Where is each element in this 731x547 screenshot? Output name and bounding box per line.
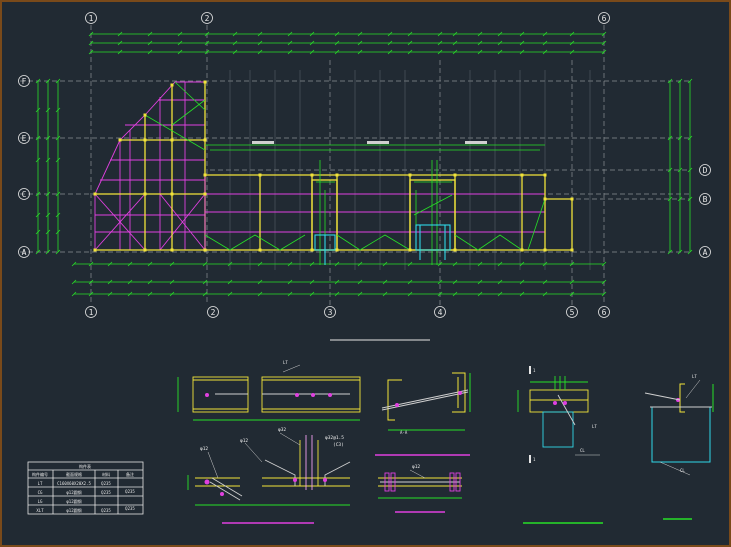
table-header-cell: 材料 xyxy=(102,471,110,477)
brace-tag3: φ32 xyxy=(278,427,286,433)
axis-label: 6 xyxy=(602,308,607,317)
axis-label: 4 xyxy=(438,308,443,317)
axis-label: 2 xyxy=(211,308,216,317)
detail-tie-rod xyxy=(378,469,462,499)
table-header-cell: 截面规格 xyxy=(66,471,82,477)
table-cell: φ12圆钢 xyxy=(66,489,81,495)
table-cell: Q235 xyxy=(101,490,111,495)
axis-bubbles-left: F E C A xyxy=(18,75,30,258)
table-cell: φ12圆钢 xyxy=(66,507,81,513)
detail-column-cap xyxy=(644,379,714,476)
tie-tag: φ12 xyxy=(412,464,420,470)
axis-label: D xyxy=(703,166,708,175)
axis-bubbles-bottom: 1 2 3 4 5 6 xyxy=(85,306,610,318)
table-cell: XLT xyxy=(36,508,44,513)
detail3-tag2: CL xyxy=(580,448,585,453)
axis-label: 1 xyxy=(89,14,94,23)
axis-label: E xyxy=(22,134,27,143)
table-cell: Q235 xyxy=(101,481,111,486)
detail-brace-joint xyxy=(187,432,351,506)
table-cell: CG xyxy=(38,490,43,495)
table-header: 构件编号 截面规格 材料 备注 xyxy=(32,471,134,477)
detail4-tag2: CL xyxy=(680,468,685,473)
table-header-cell: 备注 xyxy=(126,471,134,477)
axis-label: 2 xyxy=(205,14,210,23)
table-cell: LG xyxy=(38,499,43,504)
table-note: Q235 xyxy=(125,506,135,511)
detail1-tag: LT xyxy=(283,360,288,365)
detail-strut xyxy=(177,364,361,421)
axis-label: A xyxy=(703,248,708,257)
axis-label: F xyxy=(22,77,27,86)
section-mark-label: 1 xyxy=(533,368,536,373)
table-cell: LT xyxy=(38,481,43,486)
member-table xyxy=(27,461,144,515)
table-title: 构件表 xyxy=(79,463,91,469)
section-mark-label: 1 xyxy=(533,457,536,462)
axis-label: 3 xyxy=(328,308,333,317)
detail2-tag: A-A xyxy=(400,430,408,435)
axis-label: 5 xyxy=(570,308,575,317)
axis-label: B xyxy=(703,195,708,204)
main-span-green xyxy=(204,144,546,265)
axis-bubbles-right: D B A xyxy=(699,164,711,258)
brace-tag5: (C3) xyxy=(333,442,344,448)
axis-bubble xyxy=(201,12,213,24)
main-span-yellow xyxy=(205,174,573,251)
table-cell: C160X60X20X2.5 xyxy=(57,481,91,486)
dimension-lines xyxy=(37,33,691,295)
detail-joint xyxy=(517,376,600,456)
section-mark xyxy=(529,366,531,374)
brace-tag1: φ12 xyxy=(200,446,208,452)
axis-bubble xyxy=(598,12,610,24)
section-mark xyxy=(529,455,531,463)
left-wing-magenta xyxy=(94,81,206,251)
axis-label: C xyxy=(22,190,27,199)
table-header-cell: 构件编号 xyxy=(32,471,48,477)
axis-label: 1 xyxy=(89,308,94,317)
table-cell: Q235 xyxy=(101,508,111,513)
axis-label: A xyxy=(22,248,27,257)
brace-tag2: φ12 xyxy=(240,438,248,444)
axis-bubbles-top: 1 2 6 xyxy=(85,12,610,24)
left-wing-yellow xyxy=(95,82,206,251)
detail3-tag1: LT xyxy=(592,424,597,429)
plan-tags xyxy=(252,141,487,144)
left-wing-green xyxy=(144,81,206,151)
plan-nodes xyxy=(93,80,574,252)
table-note: Q235 xyxy=(125,489,135,494)
main-span-cyan xyxy=(314,224,451,265)
dimension-ticks xyxy=(35,31,693,297)
detail4-tag1: LT xyxy=(692,374,697,379)
brace-tag4: φ32@1.5 xyxy=(325,435,344,441)
table-cell: φ12圆钢 xyxy=(66,498,81,504)
axis-label: 6 xyxy=(602,14,607,23)
axis-bubble xyxy=(85,12,97,24)
detail-section-aa xyxy=(381,372,471,431)
